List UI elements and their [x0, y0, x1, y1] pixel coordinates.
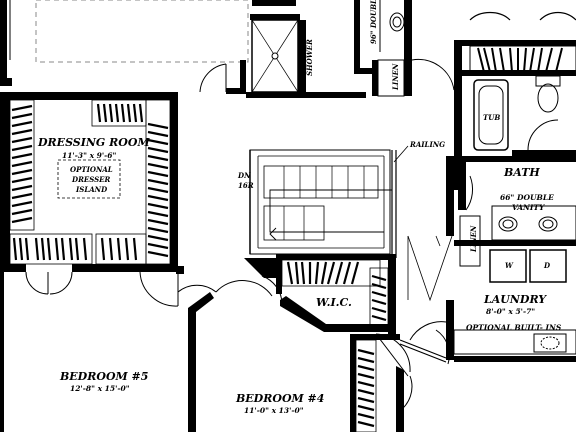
island-note-line3: ISLAND	[75, 185, 108, 194]
door-swing-upper	[199, 63, 227, 93]
right-bath-upper	[454, 11, 576, 190]
laundry-dims: 8'-0" x 5'-7"	[486, 307, 535, 316]
upper-left-walls	[0, 0, 296, 94]
upper-bath	[246, 0, 412, 98]
bedroom4-label: BEDROOM #4	[235, 392, 324, 405]
railing-label: RAILING	[409, 140, 445, 149]
bedroom5-label: BEDROOM #5	[59, 370, 148, 383]
vanity-66-line2: VANITY	[512, 203, 545, 212]
tub-label: TUB	[483, 113, 500, 122]
dryer-label: D	[543, 261, 551, 270]
wic-label: W.I.C.	[316, 296, 352, 309]
dressing-room-walls	[0, 92, 178, 295]
stair-dn-label: DN	[237, 171, 251, 180]
laundry-walls	[409, 249, 576, 365]
vanity-96-label: 96" DOUBLE	[369, 0, 378, 44]
shower-label: SHOWER	[305, 39, 314, 76]
bath-label: BATH	[503, 166, 540, 179]
island-note-line1: OPTIONAL	[70, 165, 113, 174]
stair	[249, 145, 409, 258]
outer-wall-left	[0, 272, 4, 432]
hall-bifold-door	[407, 235, 453, 302]
bedroom5-walls	[139, 266, 273, 432]
washer-label: W	[505, 261, 514, 270]
dressing-room-label: DRESSING ROOM	[37, 136, 150, 149]
linen-upper-label: LINEN	[391, 63, 400, 91]
stair-risers-label: 16R	[238, 181, 254, 190]
bedroom5-dims: 12'-8" x 15'-0"	[70, 384, 130, 393]
bedroom4-dims: 11'-0" x 13'-0"	[244, 406, 304, 415]
wic-walls	[244, 254, 447, 432]
door-swing-bath-upper	[411, 58, 455, 91]
optional-builtins-label: OPTIONAL BUILT- INS	[466, 323, 562, 332]
linen-lower-label: LINEN	[469, 225, 478, 253]
dressing-room-dims: 11'-3" x 9'-6"	[62, 151, 117, 160]
island-note-line2: DRESSER	[71, 175, 111, 184]
laundry-label: LAUNDRY	[483, 293, 547, 306]
bath-walls	[446, 156, 576, 267]
vanity-66-line1: 66" DOUBLE	[500, 193, 554, 202]
